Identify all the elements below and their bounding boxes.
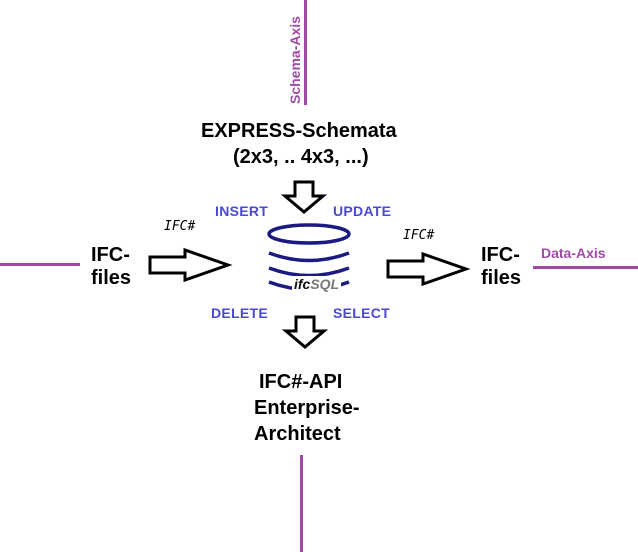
api-line3: Architect bbox=[254, 423, 341, 445]
delete-label: DELETE bbox=[211, 305, 269, 321]
data-axis-label: Data-Axis bbox=[541, 245, 606, 261]
output-ifcsharp-label: IFC# bbox=[403, 228, 435, 243]
input-right-arrow-icon bbox=[148, 247, 233, 283]
api-line1: IFC#-API bbox=[259, 371, 343, 393]
schema-axis-label: Schema-Axis bbox=[287, 16, 303, 104]
schema-axis-bottom-line bbox=[300, 455, 303, 552]
output-ifc-files-line1: IFC- bbox=[481, 244, 520, 266]
data-axis-left-line bbox=[0, 263, 80, 266]
select-label: SELECT bbox=[333, 305, 391, 321]
output-right-arrow-icon bbox=[386, 251, 471, 287]
input-ifc-files-line2: files bbox=[91, 267, 132, 289]
database-cylinder-icon bbox=[267, 223, 351, 292]
schema-axis-top-line bbox=[304, 0, 307, 105]
update-label: UPDATE bbox=[333, 203, 392, 219]
input-ifcsharp-label: IFC# bbox=[164, 219, 196, 234]
ifcsql-logo-suffix: SQL bbox=[310, 276, 340, 292]
down-arrow-to-api-icon bbox=[281, 315, 329, 349]
down-arrow-icon bbox=[280, 180, 328, 214]
schemata-versions: (2x3, .. 4x3, ...) bbox=[233, 146, 369, 168]
input-ifc-files-line1: IFC- bbox=[91, 244, 130, 266]
schemata-title: EXPRESS-Schemata bbox=[201, 120, 397, 142]
api-line2: Enterprise- bbox=[254, 397, 360, 419]
ifcsql-logo-prefix: ifc bbox=[294, 276, 311, 292]
ifcsql-logo: ifcSQL bbox=[292, 276, 342, 292]
insert-label: INSERT bbox=[215, 203, 269, 219]
data-axis-right-line bbox=[533, 266, 638, 269]
output-ifc-files-line2: files bbox=[481, 267, 522, 289]
